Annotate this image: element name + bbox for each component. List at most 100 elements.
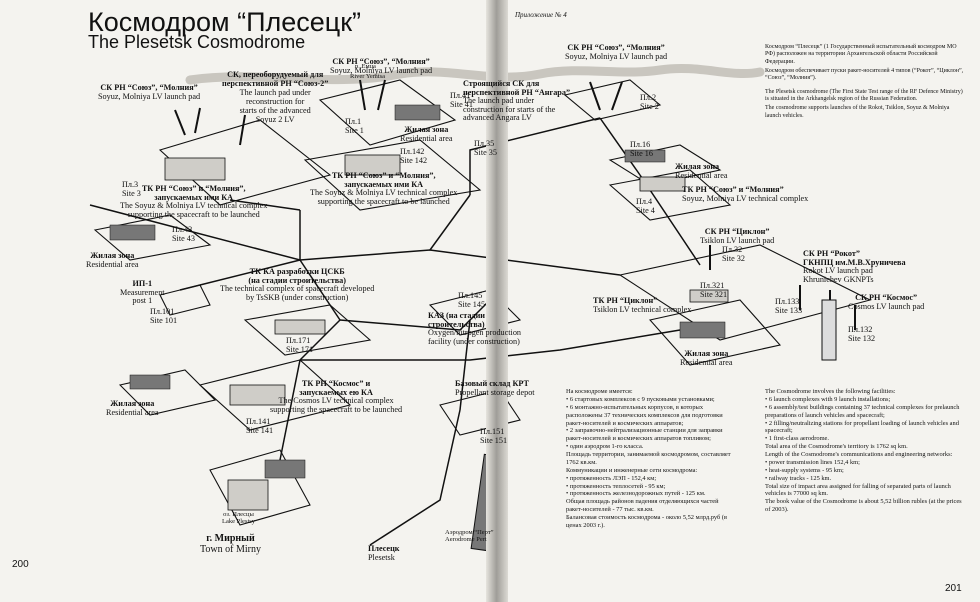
label-cosmos-pad: СК РН “Космос”Cosmos LV launch pad xyxy=(848,293,925,311)
note-ru-1: Космодром “Плесецк” (1 Государственный и… xyxy=(765,44,957,65)
platform-tsiklon xyxy=(618,244,872,341)
facts-en-item: Total area of the Cosmodrome's territory… xyxy=(765,443,908,451)
facts-en-heading: The Cosmodrome involves the following fa… xyxy=(765,388,896,395)
facts-en-item: The book value of the Cosmodrome is abou… xyxy=(765,498,962,514)
label-tsiklon-tech-complex: ТК РН “Циклон”Tsiklon LV technical compl… xyxy=(593,296,692,314)
cosmos-tower xyxy=(821,299,837,361)
residential-blocks xyxy=(109,104,726,479)
river-yemtsa xyxy=(185,63,765,85)
label-aerodrome: Аэродром “Перт”Aerodrome Pert xyxy=(445,529,494,543)
facts-ru-item: • протяженность ЛЭП - 152,4 км; xyxy=(566,474,657,482)
facts-en: The Cosmodrome involves the following fa… xyxy=(765,388,965,514)
label-tsiklon-pad: СК РН “Циклон”Tsiklon LV launch pad xyxy=(700,227,775,245)
facts-ru-item: • 6 стартовых комплексов с 9 пусковыми у… xyxy=(566,395,715,403)
label-tsskb-complex: ТК КА разработки ЦСКБ(на стадии строител… xyxy=(220,267,375,302)
facts-ru: На космодроме имеется: • 6 стартовых ком… xyxy=(566,388,734,530)
river-label-ru: р. Емца xyxy=(355,63,376,70)
platform-site-2 xyxy=(563,79,662,121)
facts-ru-heading: На космодроме имеется: xyxy=(566,388,633,395)
label-soyuz-tech-complex-142: ТК РН “Союз” и “Молния”,запускаемых ими … xyxy=(310,171,458,206)
facts-en-item: • power transmission lines 152,4 km; xyxy=(765,458,860,466)
page-number-left: 200 xyxy=(12,559,29,570)
facts-ru-item: Площадь территории, занимаемой космодром… xyxy=(566,451,731,466)
facts-en-item: • 6 launch complexes with 9 launch insta… xyxy=(765,395,891,403)
notes-block: Космодром “Плесецк” (1 Государственный и… xyxy=(765,44,965,122)
note-en-1: The Plesetsk cosmodrome (The First State… xyxy=(765,88,963,102)
title-ru: Космодром “Плесецк” xyxy=(88,7,362,37)
platform-site-4 xyxy=(608,169,732,221)
appendix-label: Приложение № 4 xyxy=(515,11,567,19)
facts-en-item: • heat-supply systems - 95 km; xyxy=(765,466,844,474)
facts-ru-item: • протяженность железнодорожных путей - … xyxy=(566,490,706,498)
label-soyuz-pad-site1: СК РН “Союз”, “Молния”Soyuz, Molniya LV … xyxy=(330,57,433,75)
facts-en-item: • 2 filling/neutralizing stations for pr… xyxy=(765,419,959,435)
page-number-right: 201 xyxy=(945,583,962,594)
facts-ru-item: Общая площадь районов падения отделяющих… xyxy=(566,498,719,514)
note-ru-2: Космодром обеспечивает пуски ракет-носит… xyxy=(765,67,964,82)
book-gutter xyxy=(486,0,508,602)
platform-site-151 xyxy=(439,389,521,436)
facts-en-item: • 1 first-class aerodrome. xyxy=(765,435,829,443)
river-label-en: River Yemtsa xyxy=(350,73,386,80)
facts-en-item: Total size of impact area assigned for f… xyxy=(765,482,951,498)
facts-ru-item: Балансовая стоимость космодрома - около … xyxy=(566,514,728,529)
facts-ru-item: • 2 заправочно-нейтрализационные станции… xyxy=(566,427,723,443)
platform-site-145 xyxy=(428,289,522,336)
buildings xyxy=(164,154,729,511)
platform-site-1 xyxy=(318,79,457,146)
facts-ru-item: • 6 монтажно-испытательных корпусов, в к… xyxy=(566,403,723,427)
facts-en-item: • 6 assembly/test buildings containing 3… xyxy=(765,403,960,419)
facts-ru-item: • один аэродром 1-го класса. xyxy=(566,443,644,451)
facts-en-item: • railway tracks - 125 km. xyxy=(765,474,832,482)
platform-site-141 xyxy=(198,359,352,431)
site-platforms xyxy=(93,79,872,526)
label-soyuz-pad-site2: СК РН “Союз”, “Молния”Soyuz, Molniya LV … xyxy=(565,43,668,61)
facts-ru-item: Коммуникации и инженерные сети космодром… xyxy=(566,466,698,474)
note-en-2: The cosmodrome supports launches of the … xyxy=(765,105,950,119)
platform-site-171 xyxy=(243,304,372,356)
platform-site-142 xyxy=(303,139,482,211)
platform-site-321 xyxy=(648,299,782,366)
facts-ru-item: • протяженность теплосетей - 95 км; xyxy=(566,482,666,490)
label-soyuz-tech-complex-site4: ТК РН “Союз” и “Молния”Soyuz, Molniya LV… xyxy=(682,185,809,203)
title-en: The Plesetsk Cosmodrome xyxy=(88,32,306,52)
label-soyuz-pad-site3: СК РН “Союз”, “Молния”Soyuz, Molniya LV … xyxy=(98,83,201,101)
platform-site-3 xyxy=(158,119,332,206)
facts-en-item: Length of the Cosmodrome's communication… xyxy=(765,451,953,458)
label-soyuz-tech-complex-left: ТК РН “Союз” и “Молния”,запускаемых ими … xyxy=(120,184,268,219)
